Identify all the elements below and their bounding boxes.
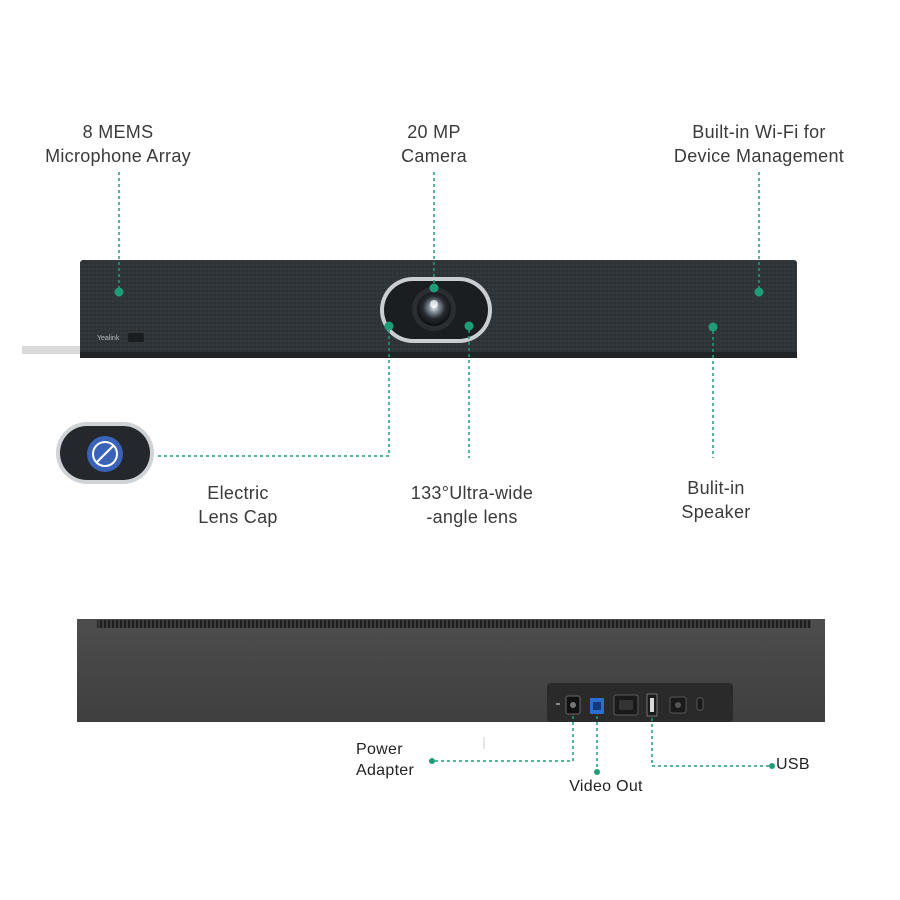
lens-cap-closeup	[56, 422, 154, 484]
power-adapter-label: Power Adapter	[356, 741, 415, 779]
leader-lines	[118, 172, 760, 458]
power-leader	[432, 716, 574, 762]
lens-cap-leader	[156, 330, 390, 457]
usb-label: USB	[776, 756, 810, 773]
lens-label: 133°Ultra-wide -angle lens	[410, 483, 534, 527]
front-video-bar: Yealink	[22, 260, 797, 358]
reset-port	[696, 697, 704, 711]
cable-stub	[22, 346, 82, 354]
speaker-label: Bulit-in Speaker	[681, 478, 751, 522]
camera-label: 20 MP Camera	[401, 122, 467, 166]
mic-array-marker	[114, 287, 124, 297]
camera-marker	[429, 283, 439, 293]
lens-cap-marker	[384, 321, 394, 331]
speaker-marker	[708, 322, 718, 332]
camera-lens	[417, 292, 451, 326]
brand-logo: Yealink	[97, 335, 120, 342]
lens-marker	[464, 321, 474, 331]
camera-module	[380, 277, 492, 343]
video-out-label: Video Out	[569, 778, 643, 795]
rear-panel	[77, 619, 825, 722]
mics-label: 8 MEMS Microphone Array	[45, 122, 191, 166]
port-leaders	[432, 716, 772, 772]
wifi-marker	[754, 287, 764, 297]
lens-cap-label: Electric Lens Cap	[198, 483, 278, 527]
usb-leader	[651, 718, 772, 767]
rear-vent	[97, 620, 811, 628]
wifi-label: Built-in Wi-Fi for Device Management	[673, 122, 845, 166]
